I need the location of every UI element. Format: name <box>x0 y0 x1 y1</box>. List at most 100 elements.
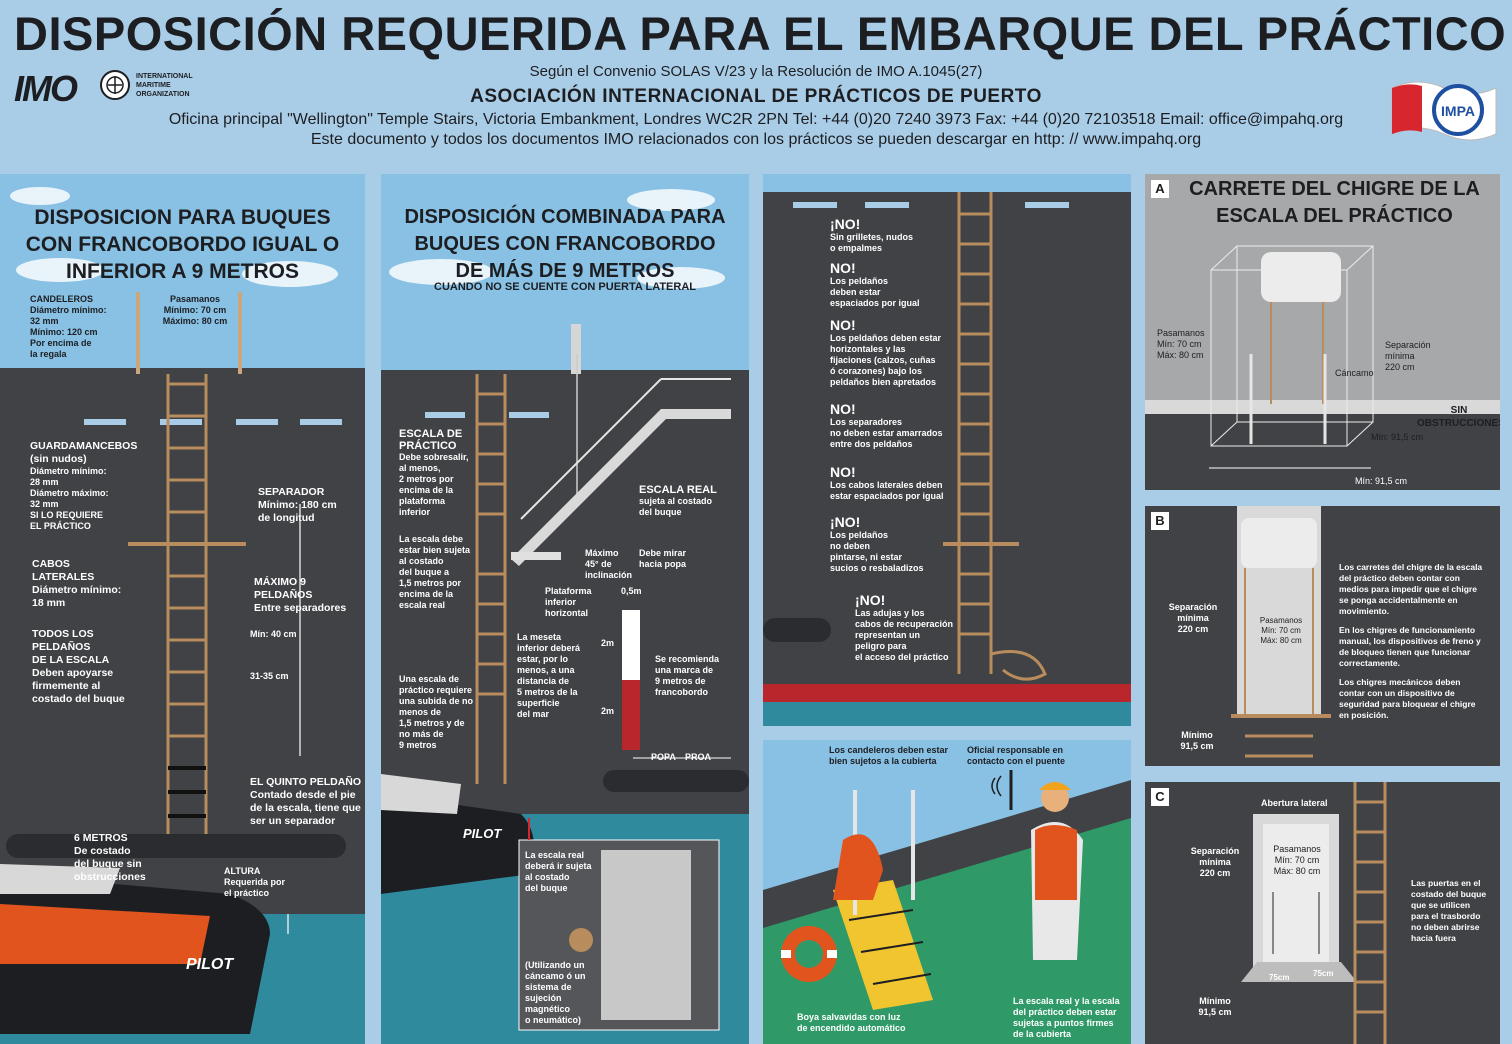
escala-real-sujeta-label: La escala real deberá ir sujeta al costa… <box>525 850 605 894</box>
minimo-label: Mínimo 91,5 cm <box>1185 996 1245 1018</box>
escala-sujeta-note: La escala real y la escala del práctico … <box>1013 996 1131 1040</box>
seis-metros-label: 6 METROS De costado del buque sin obstru… <box>74 832 164 884</box>
pasamanos-label: Pasamanos Mínimo: 70 cm Máximo: 80 cm <box>150 294 240 327</box>
label-line: mínima <box>1177 613 1209 623</box>
label-line: De costado <box>74 845 131 857</box>
panel-deck-boarding: Los candeleros deben estar bien sujetos … <box>763 740 1131 1044</box>
imo-logo: IMO INTERNATIONAL MARITIME ORGANIZATION <box>14 68 194 109</box>
no-heading: NO! <box>830 260 856 276</box>
label-line: Pasamanos <box>1259 616 1303 625</box>
label-line: escala real <box>399 600 446 610</box>
label-line: firmemente al <box>32 680 101 692</box>
label-line: Mín: 70 cm <box>1157 339 1202 349</box>
label-line: Máximo <box>585 548 619 558</box>
label-line: mínima <box>1385 351 1415 361</box>
label-line: 28 mm <box>30 477 59 487</box>
pasamanos-label: Pasamanos Mín: 70 cm Máx: 80 cm <box>1157 328 1227 361</box>
label-line: el acceso del práctico <box>855 652 949 662</box>
label-line: del práctico deben contar con <box>1339 573 1460 583</box>
label-line: Contado desde el pie <box>250 789 356 801</box>
label-line: Diámetro mínimo: <box>30 305 107 315</box>
boya-note: Boya salvavidas con luz de encendido aut… <box>797 1012 937 1034</box>
label-line: 32 mm <box>30 316 59 326</box>
separacion-label: Separación mínima 220 cm <box>1385 340 1455 373</box>
label-line: Separación <box>1385 340 1431 350</box>
label-line: Entre separadores <box>254 602 347 614</box>
label-line: Mínimo: 120 cm <box>30 327 98 337</box>
label-line: ser un separador <box>250 815 336 827</box>
escala-real-label: ESCALA REAL sujeta al costado del buque <box>639 484 739 518</box>
label-line: La meseta <box>517 632 562 642</box>
label-line: Pasamanos <box>1157 328 1205 338</box>
label-line: horizontales y las <box>830 344 906 354</box>
label-line: 220 cm <box>1177 624 1209 634</box>
panelA-title-line: ESCALA DEL PRÁCTICO <box>1216 205 1453 227</box>
label-line: Mínimo: 70 cm <box>163 305 227 315</box>
label-line: o empalmes <box>830 243 883 253</box>
label-line: se ponga accidentalmente en <box>1339 595 1458 605</box>
label-line: del buque sin <box>74 858 142 870</box>
label-line: CANDELEROS <box>30 294 94 304</box>
address: Oficina principal "Wellington" Temple St… <box>168 111 1344 128</box>
no-heading: NO! <box>830 401 856 417</box>
label-line: sucios o resbaladizos <box>830 563 924 573</box>
panel-dont-rules: ¡NO! Sin grilletes, nudos o empalmes NO!… <box>763 174 1131 726</box>
label-line: estar espaciados por igual <box>830 491 944 501</box>
label-line: estar, por lo <box>517 654 569 664</box>
no-heading: NO! <box>830 464 856 480</box>
label-line: francobordo <box>655 687 708 697</box>
label-line: La escala real y la escala <box>1013 996 1120 1006</box>
label-line: costado del buque <box>32 693 125 705</box>
label-line: 9 metros de <box>655 676 706 686</box>
label-line: Debe sobresalir, <box>399 452 469 462</box>
no-item-5: NO! Los cabos laterales deben estar espa… <box>830 464 970 502</box>
panel2-title-line: BUQUES CON FRANCOBORDO <box>414 233 716 255</box>
label-line: plataforma <box>399 496 446 506</box>
width-75-label: 75cm <box>1269 973 1290 982</box>
subida-label: Una escala de práctico requiere una subi… <box>399 674 489 751</box>
escala-practico-label: ESCALA DE PRÁCTICO Debe sobresalir, al m… <box>399 428 489 518</box>
label-line: peldaños bien apretados <box>830 377 937 387</box>
label-line: SI LO REQUIERE <box>30 510 104 520</box>
label-line: 2 metros por <box>399 474 454 484</box>
label-line: fijaciones (calzos, cuñas <box>830 355 936 365</box>
label-line: Mínimo <box>1181 730 1213 740</box>
label-line: superficie <box>517 698 560 708</box>
label-line: 220 cm <box>1199 868 1231 878</box>
label-line: sujeción <box>525 993 562 1003</box>
label-line: Pasamanos <box>169 294 221 304</box>
label-line: Los carretes del chigre de la escala <box>1339 562 1483 572</box>
label-line: del buque <box>525 883 568 893</box>
label-line: Los candeleros deben estar <box>829 745 949 755</box>
panelA-illustration <box>1145 245 1500 490</box>
label-line: inferior deberá <box>517 643 581 653</box>
label-line: Los cabos laterales deben <box>830 480 943 490</box>
no-heading: ¡NO! <box>855 592 886 608</box>
label-line: 6 METROS <box>74 832 128 844</box>
label-line: ESCALA REAL <box>639 484 717 496</box>
label-line: deben estar <box>830 287 881 297</box>
label-line: la regala <box>30 349 67 359</box>
range-31-35-label: 31-35 cm <box>250 671 289 681</box>
label-line: 220 cm <box>1385 362 1415 372</box>
label-line: una marca de <box>655 665 714 675</box>
no-item-2: NO! Los peldaños deben estar espaciados … <box>830 260 960 309</box>
panel2-title-line: DISPOSICIÓN COMBINADA PARA <box>404 206 726 228</box>
label-line: (sin nudos) <box>30 453 87 465</box>
sin-obstrucciones-label: SIN OBSTRUCCIONES <box>1417 404 1500 430</box>
label-line: bien sujetos a la cubierta <box>829 756 937 766</box>
label-line: de la cubierta <box>1013 1029 1072 1039</box>
label-line: magnético <box>525 1004 571 1014</box>
maximo-45-label: Máximo 45° de inclinación <box>585 548 645 581</box>
min-915-bottom-label: Mín: 91,5 cm <box>1355 476 1408 486</box>
imo-org-line: INTERNATIONAL <box>136 73 193 80</box>
label-line: Deben apoyarse <box>32 667 114 679</box>
todos-peldanos-label: TODOS LOS PELDAÑOS DE LA ESCALA Deben ap… <box>32 628 152 706</box>
label-line: Máx: 80 cm <box>1157 350 1204 360</box>
label-line: ALTURA <box>224 866 261 876</box>
label-line: deberá ir sujeta <box>525 861 592 871</box>
imo-org-name: INTERNATIONAL MARITIME ORGANIZATION <box>136 72 193 99</box>
quinto-peldano-label: EL QUINTO PELDAÑO Contado desde el pie d… <box>250 776 365 828</box>
label-line: hacia fuera <box>1411 933 1456 943</box>
pilot-boat-label: PILOT <box>463 826 502 841</box>
